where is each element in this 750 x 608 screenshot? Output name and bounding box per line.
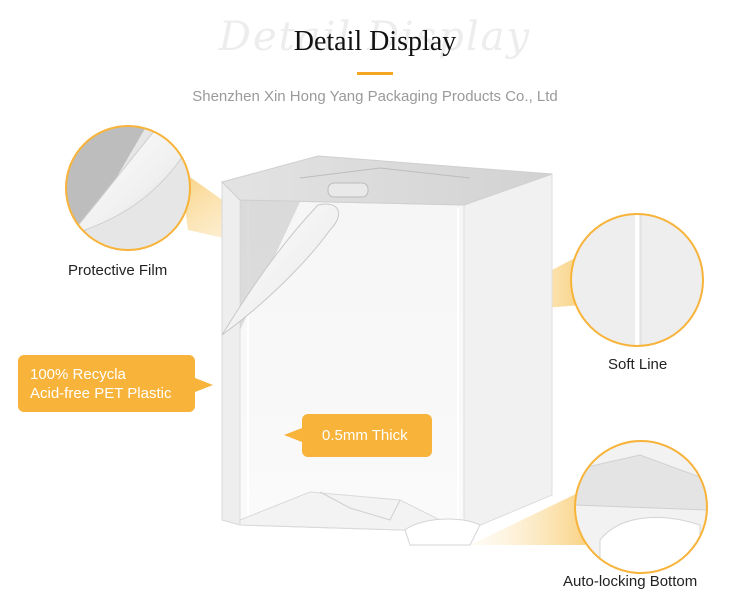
callout-thickness: 0.5mm Thick bbox=[302, 414, 432, 457]
callout-material-pointer bbox=[195, 378, 213, 392]
material-line-2: Acid-free PET Plastic bbox=[30, 385, 172, 402]
company-subtitle: Shenzhen Xin Hong Yang Packaging Product… bbox=[192, 88, 558, 105]
thickness-text: 0.5mm Thick bbox=[322, 427, 408, 444]
zoom-soft-line bbox=[570, 213, 704, 347]
page-title: Detail Display bbox=[293, 26, 457, 57]
material-line-1: 100% Recycla bbox=[30, 366, 126, 383]
zoom-auto-locking-bottom bbox=[574, 440, 708, 574]
zoom-protective-film bbox=[65, 125, 191, 251]
title-watermark: Detail Display bbox=[218, 14, 532, 60]
label-protective-film: Protective Film bbox=[68, 262, 168, 279]
label-auto-locking-bottom: Auto-locking Bottom bbox=[563, 573, 698, 590]
title-underline bbox=[357, 72, 393, 75]
callout-material: 100% Recycla Acid-free PET Plastic bbox=[18, 355, 195, 412]
pet-box bbox=[221, 155, 553, 546]
label-soft-line: Soft Line bbox=[608, 356, 668, 373]
callout-thickness-pointer bbox=[284, 428, 302, 442]
